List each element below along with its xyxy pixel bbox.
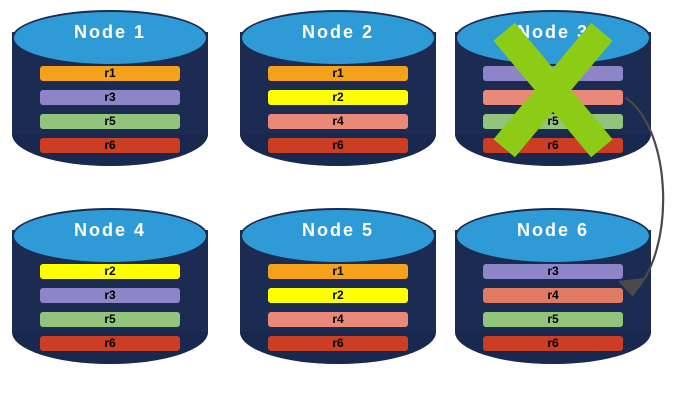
replica-block-list: r1 r2 r4 r6 (268, 66, 408, 153)
replica-block-r1[interactable]: r1 (40, 66, 180, 81)
cylinder-top-ellipse (12, 10, 208, 66)
replica-block-list: r1 r2 r4 r6 (268, 264, 408, 351)
replica-block-list: r3 r4 r5 r6 (483, 66, 623, 153)
cylinder-top-ellipse (240, 208, 436, 264)
replica-block-r2[interactable]: r2 (40, 264, 180, 279)
cylinder-top-ellipse (455, 10, 651, 66)
cylinder-top-ellipse (12, 208, 208, 264)
replica-block-r2[interactable]: r2 (268, 288, 408, 303)
replica-block-r6[interactable]: r6 (483, 138, 623, 153)
replica-block-r4[interactable]: r4 (483, 90, 623, 105)
replica-block-r2[interactable]: r2 (268, 90, 408, 105)
replica-block-r5[interactable]: r5 (40, 312, 180, 327)
replica-block-r6[interactable]: r6 (483, 336, 623, 351)
replica-block-r4[interactable]: r4 (268, 312, 408, 327)
replica-block-r4[interactable]: r4 (483, 288, 623, 303)
replica-block-r6[interactable]: r6 (268, 336, 408, 351)
replica-block-r1[interactable]: r1 (268, 264, 408, 279)
replica-block-r5[interactable]: r5 (40, 114, 180, 129)
replica-block-list: r3 r4 r5 r6 (483, 264, 623, 351)
cylinder-top-ellipse (240, 10, 436, 66)
replica-block-r3[interactable]: r3 (40, 288, 180, 303)
replica-block-r3[interactable]: r3 (483, 264, 623, 279)
replica-block-r3[interactable]: r3 (483, 66, 623, 81)
replica-block-r3[interactable]: r3 (40, 90, 180, 105)
replica-block-r4[interactable]: r4 (268, 114, 408, 129)
replica-block-r1[interactable]: r1 (268, 66, 408, 81)
replica-block-r6[interactable]: r6 (268, 138, 408, 153)
replica-block-list: r1 r3 r5 r6 (40, 66, 180, 153)
replica-block-r6[interactable]: r6 (40, 336, 180, 351)
replica-block-list: r2 r3 r5 r6 (40, 264, 180, 351)
replica-block-r5[interactable]: r5 (483, 114, 623, 129)
replica-block-r5[interactable]: r5 (483, 312, 623, 327)
replica-block-r6[interactable]: r6 (40, 138, 180, 153)
cylinder-top-ellipse (455, 208, 651, 264)
